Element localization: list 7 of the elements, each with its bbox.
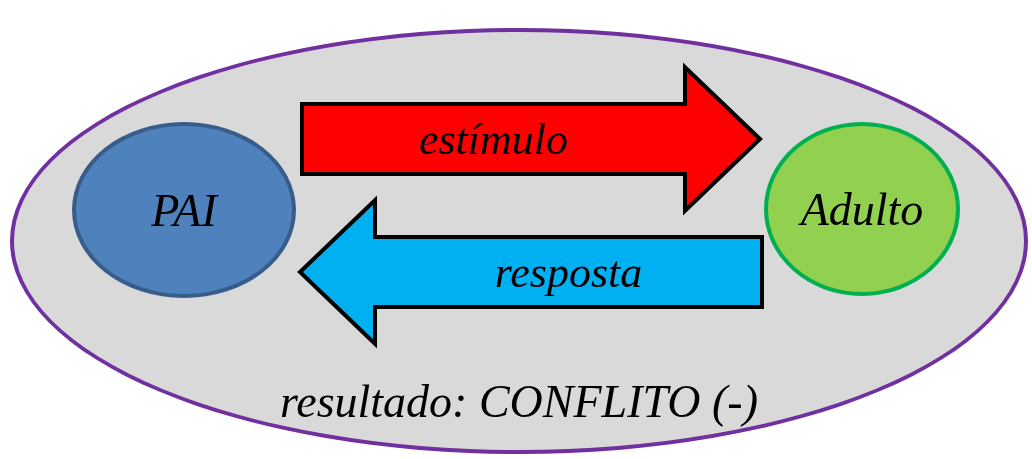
edge-label: estímulo xyxy=(418,113,569,165)
result-text: resultado: CONFLITO (-) xyxy=(279,375,759,428)
node-label: PAI xyxy=(151,183,217,237)
node-label: Adulto xyxy=(800,182,924,236)
block-arrow xyxy=(297,195,764,349)
edge-label: resposta xyxy=(494,246,643,298)
block-arrow xyxy=(300,62,763,216)
